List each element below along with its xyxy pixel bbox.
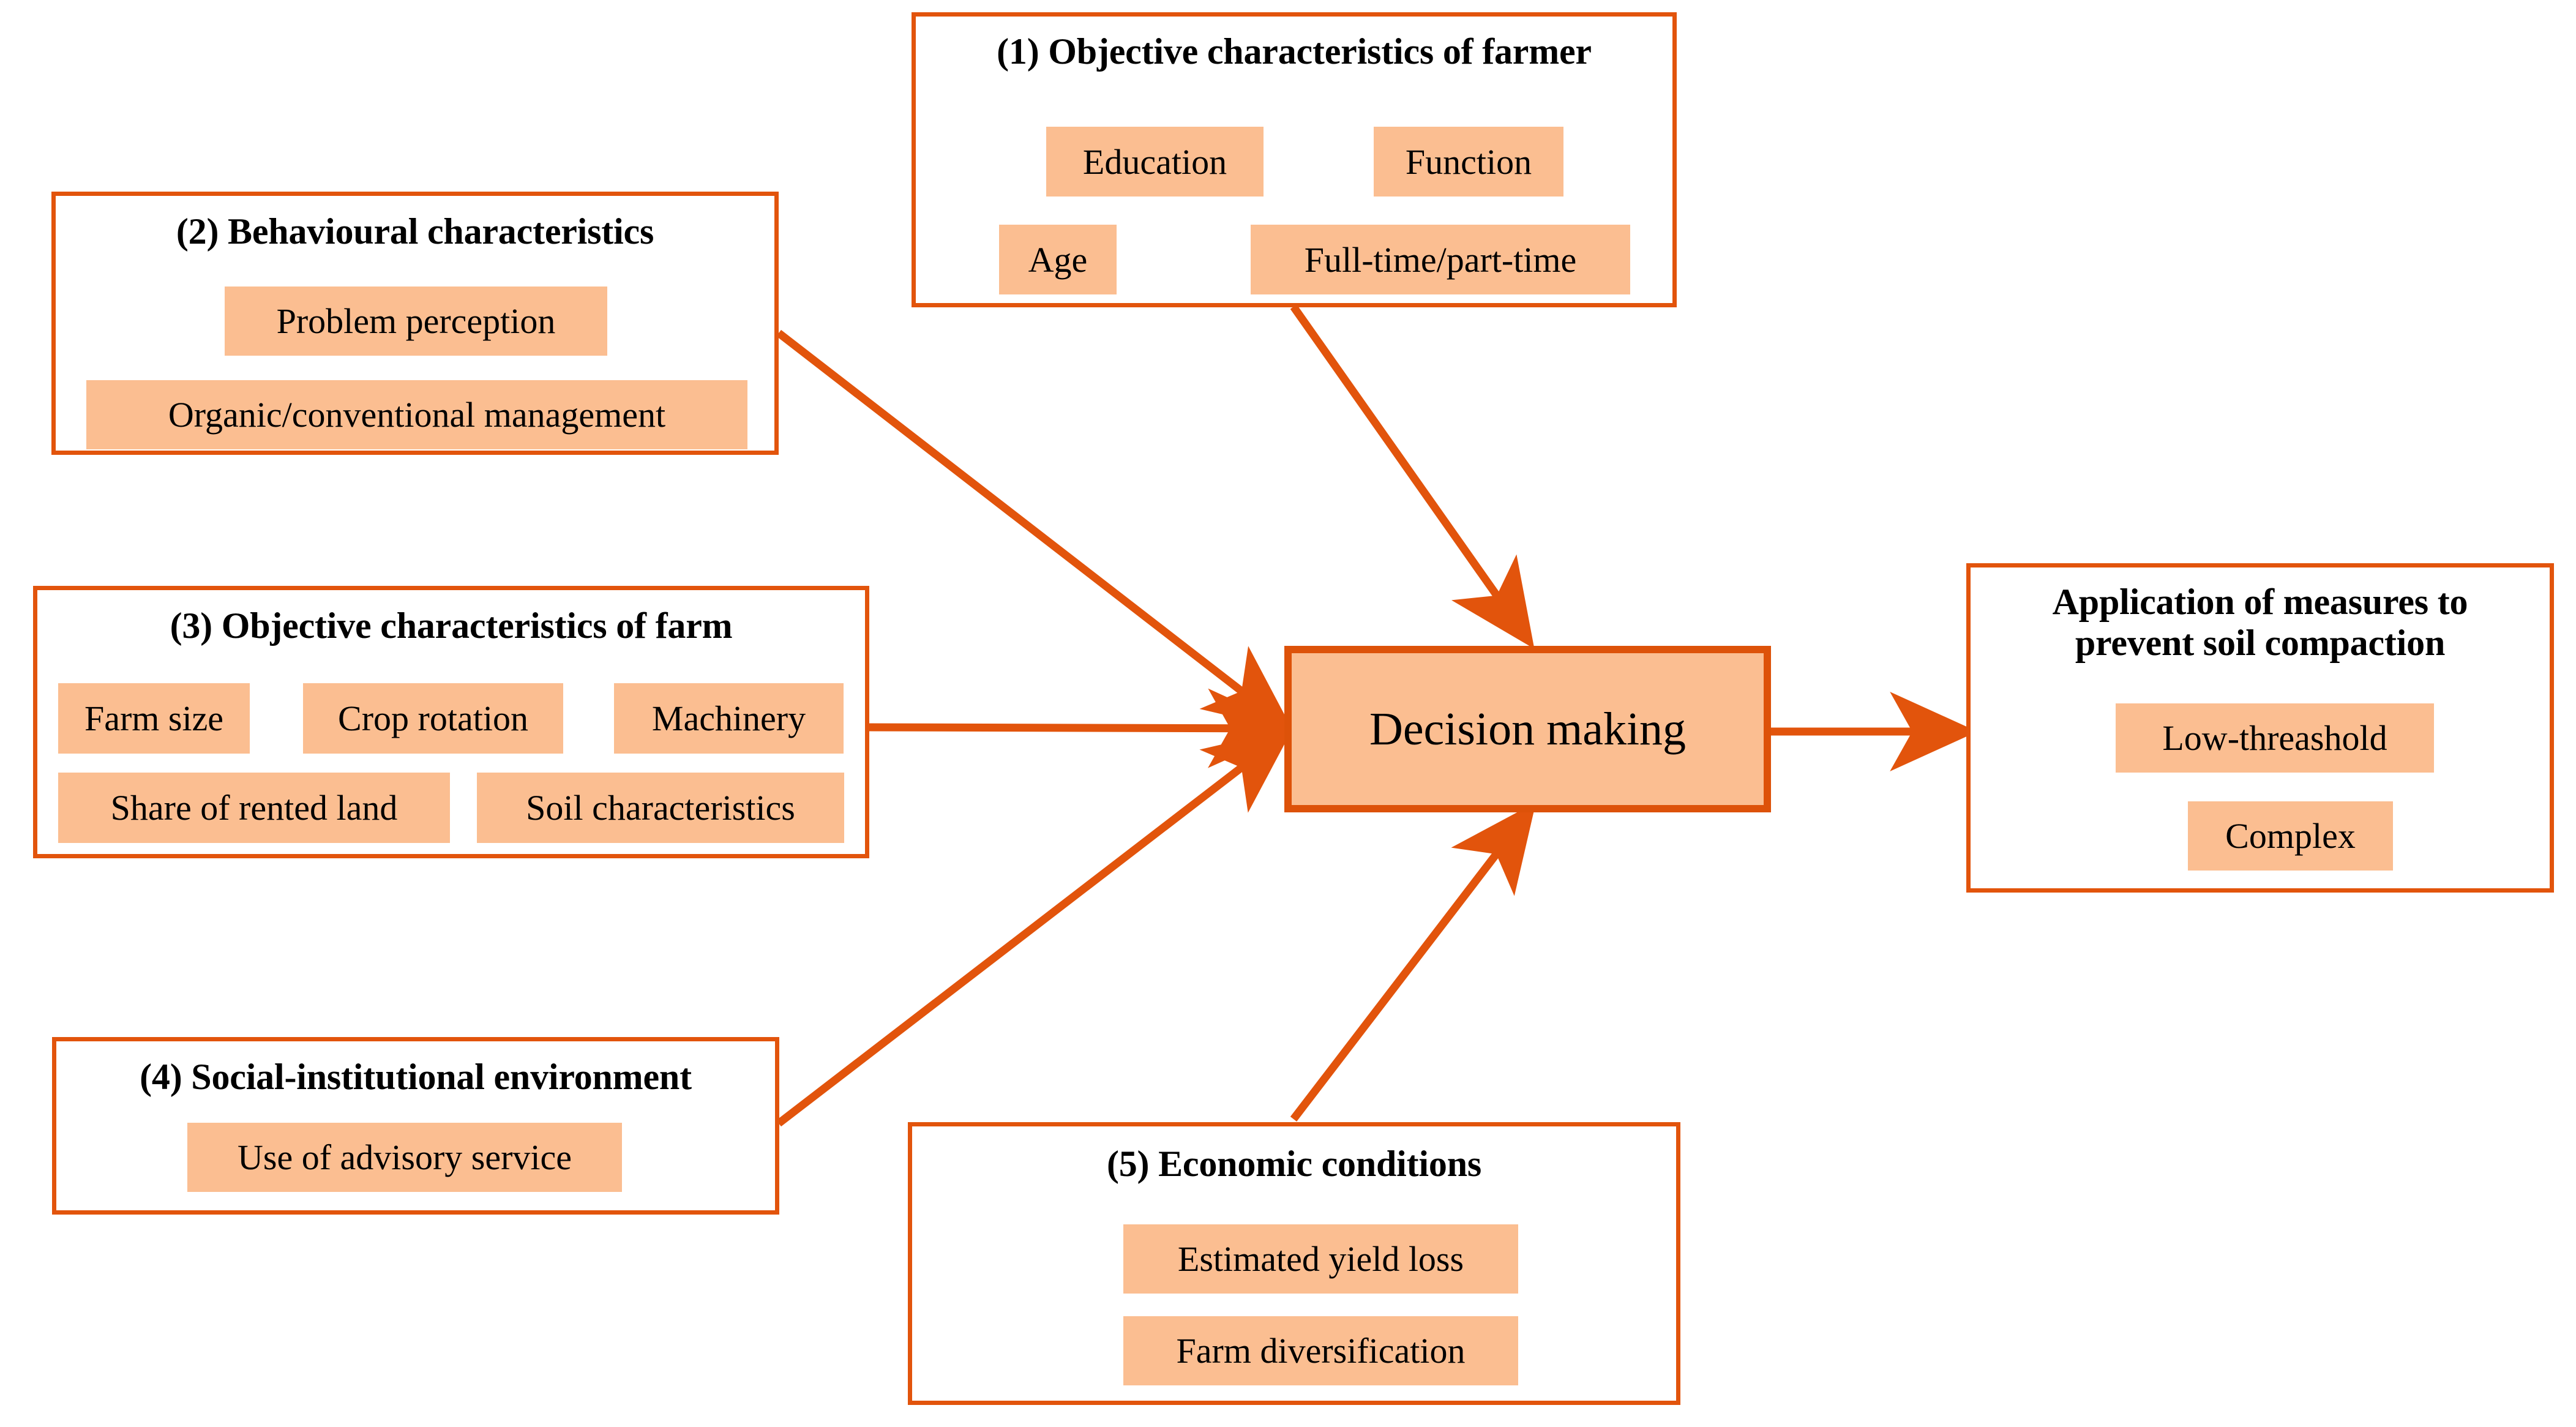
group-box-objective-characteristics-of-farm[interactable]: (3) Objective characteristics of farm Fa… (33, 586, 869, 858)
group-title-behavioural: (2) Behavioural characteristics (176, 211, 654, 252)
outcome-title-line-2: prevent soil compaction (2075, 623, 2446, 663)
chip-estimated-yield-loss[interactable]: Estimated yield loss (1123, 1224, 1518, 1294)
arrow-economic-to-decision (1290, 802, 1537, 1122)
group-title-farmer: (1) Objective characteristics of farmer (997, 31, 1592, 72)
outcome-box-application-of-measures[interactable]: Application of measures to prevent soil … (1966, 563, 2554, 893)
outcome-title-line-1: Application of measures to (2052, 582, 2468, 622)
chip-soil-characteristics[interactable]: Soil characteristics (477, 773, 844, 843)
chip-function[interactable]: Function (1374, 127, 1563, 197)
group-title-farm: (3) Objective characteristics of farm (170, 605, 733, 646)
chip-organic-conventional-management[interactable]: Organic/conventional management (86, 380, 747, 449)
chip-education[interactable]: Education (1046, 127, 1264, 197)
group-title-social: (4) Social-institutional environment (140, 1057, 692, 1097)
group-box-objective-characteristics-of-farmer[interactable]: (1) Objective characteristics of farmer … (912, 12, 1677, 307)
arrow-farm-to-decision (869, 688, 1296, 768)
chip-low-threashold[interactable]: Low-threashold (2116, 703, 2434, 773)
group-box-social-institutional-environment[interactable]: (4) Social-institutional environment Use… (52, 1037, 779, 1215)
group-box-economic-conditions[interactable]: (5) Economic conditions Estimated yield … (908, 1122, 1680, 1405)
chip-machinery[interactable]: Machinery (614, 683, 844, 754)
chip-farm-diversification[interactable]: Farm diversification (1123, 1316, 1518, 1385)
group-box-behavioural-characteristics[interactable]: (2) Behavioural characteristics Problem … (51, 192, 779, 455)
chip-farm-size[interactable]: Farm size (58, 683, 250, 754)
chip-use-of-advisory-service[interactable]: Use of advisory service (187, 1123, 622, 1192)
group-title-economic: (5) Economic conditions (1106, 1144, 1482, 1184)
chip-full-time-part-time[interactable]: Full-time/part-time (1251, 225, 1630, 294)
chip-share-of-rented-land[interactable]: Share of rented land (58, 773, 450, 843)
decision-making-label: Decision making (1369, 703, 1687, 755)
chip-problem-perception[interactable]: Problem perception (225, 287, 607, 356)
arrow-farmer-to-decision (1290, 304, 1535, 649)
arrow-behavioural-to-decision (776, 329, 1294, 732)
decision-making-node[interactable]: Decision making (1284, 646, 1771, 812)
chip-age[interactable]: Age (999, 225, 1117, 294)
arrow-social-to-decision (776, 727, 1294, 1127)
chip-crop-rotation[interactable]: Crop rotation (303, 683, 563, 754)
chip-complex[interactable]: Complex (2188, 801, 2393, 871)
